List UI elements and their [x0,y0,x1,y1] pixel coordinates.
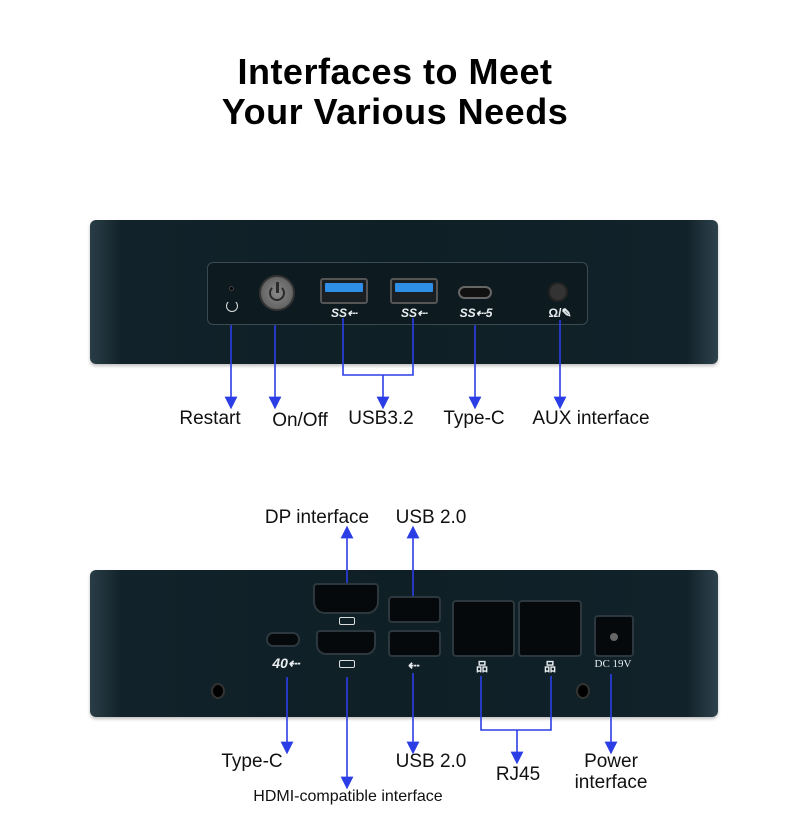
restart-hole [229,286,234,291]
usb3-port-2 [390,278,438,304]
label-type-c-back: Type-C [221,751,283,772]
headset-mic-icon: Ω/✎ [548,306,572,320]
hdmi-port [316,630,376,655]
usb2-port-top [388,596,441,623]
hdmi-icon [339,617,355,625]
front-panel [207,262,588,325]
type-c-port-back [266,632,300,647]
label-usb20-top: USB 2.0 [395,507,467,528]
ss-usb-icon: SS⇠ [330,306,358,320]
dp-port [313,583,379,614]
dc-rating-label: DC 19V [594,658,632,670]
label-rj45: RJ45 [495,764,541,785]
type-c-port-front [458,286,492,299]
label-usb32: USB3.2 [348,408,414,429]
screw-hole [211,683,225,699]
rj45-callout-bracket [480,676,552,731]
screw-hole [576,683,590,699]
rj45-port-2 [518,600,582,657]
usb32-callout-bracket [342,318,414,376]
restart-icon [226,300,238,312]
ss-usb-icon: SS⇠ [400,306,428,320]
label-aux: AUX interface [532,408,650,429]
label-on-off: On/Off [272,410,328,431]
label-usb20-bottom: USB 2.0 [395,751,467,772]
headline-line-1: Interfaces to Meet [237,51,553,92]
aux-jack [548,282,568,302]
headline-line-2: Your Various Needs [221,91,569,132]
label-hdmi: HDMI-compatible interface [253,788,443,805]
usb-icon: ⇠ [408,657,420,673]
power-button [259,275,295,311]
label-power-2: interface [574,772,648,793]
thunderbolt-40-icon: 40⇠ [272,655,300,671]
network-icon: 品 [475,660,489,674]
dc-power-jack [594,615,634,657]
ss-typec-icon: SS⇠5 [459,306,493,320]
power-icon-bar [275,282,279,293]
rj45-port-1 [452,600,515,657]
usb3-port-1 [320,278,368,304]
power-icon [269,285,285,301]
hdmi-icon [339,660,355,668]
usb2-port-bottom [388,630,441,657]
network-icon: 品 [543,660,557,674]
label-restart: Restart [179,408,241,429]
label-dp: DP interface [264,507,370,528]
label-power-1: Power [584,751,638,772]
label-type-c-front: Type-C [443,408,505,429]
